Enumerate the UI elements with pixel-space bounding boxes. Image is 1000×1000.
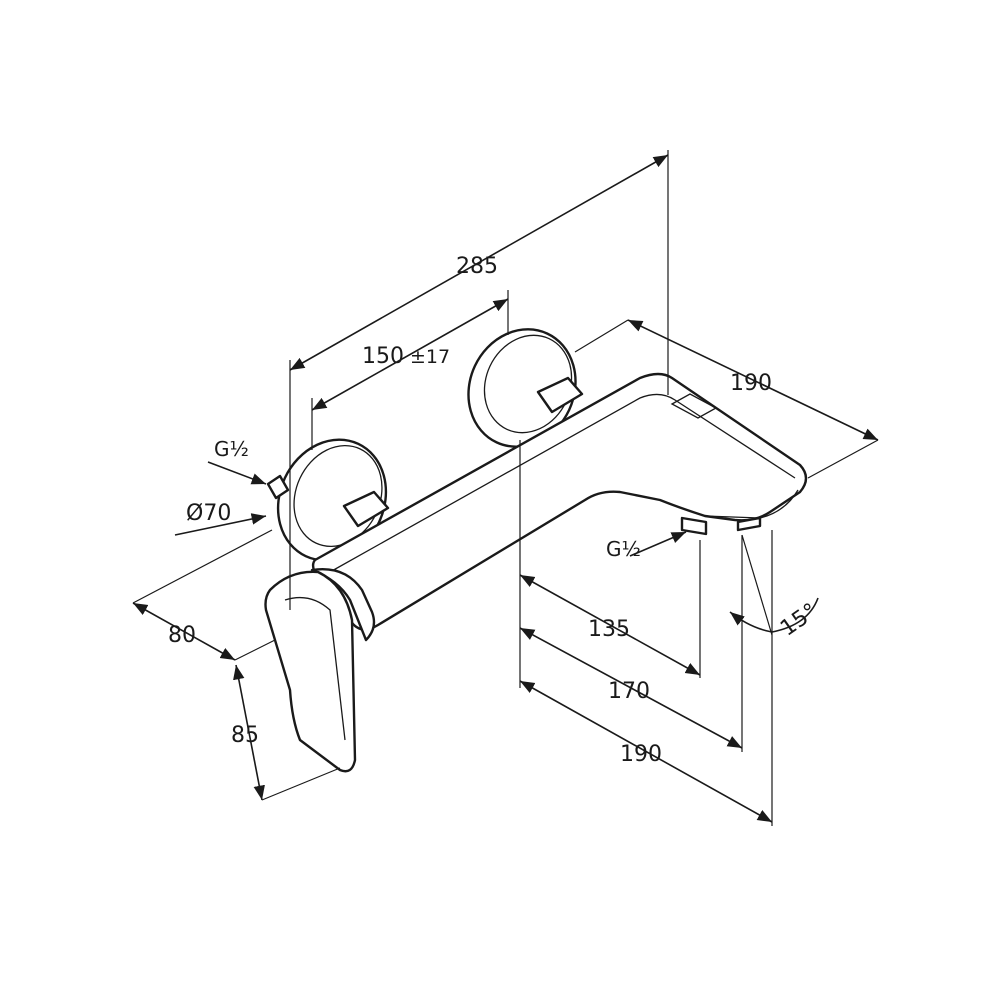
- label-85: 85: [231, 723, 259, 748]
- angle-arc-15: [729, 597, 819, 633]
- dim-85: [233, 664, 265, 801]
- label-150: 150: [362, 344, 404, 369]
- faucet-outline: [264, 328, 808, 773]
- outlet-right: [736, 516, 762, 532]
- dimension-lines: [132, 154, 879, 823]
- dim-190-top: [627, 319, 879, 441]
- label-d70: Ø70: [186, 501, 231, 526]
- dim-80: [132, 602, 236, 661]
- outlet-left: [680, 516, 708, 536]
- connector-right: [536, 376, 584, 414]
- inlet-stub: [266, 474, 290, 500]
- label-170: 170: [608, 679, 650, 704]
- connector-left: [342, 490, 390, 528]
- dim-150: [311, 298, 509, 411]
- label-tolerance: ±17: [410, 346, 450, 368]
- leader-d70: [174, 513, 267, 536]
- label-285: 285: [456, 254, 498, 279]
- label-190-bottom: 190: [620, 742, 662, 767]
- label-135: 135: [588, 617, 630, 642]
- leader-g12-left: [207, 461, 267, 485]
- lever-handle: [264, 570, 357, 773]
- label-g12-right: G½: [606, 537, 641, 561]
- dim-190-bottom: [519, 680, 773, 823]
- label-g12-left: G½: [214, 437, 249, 461]
- label-190-top: 190: [730, 371, 772, 396]
- label-80: 80: [168, 623, 196, 648]
- leader-g12-right: [629, 531, 687, 557]
